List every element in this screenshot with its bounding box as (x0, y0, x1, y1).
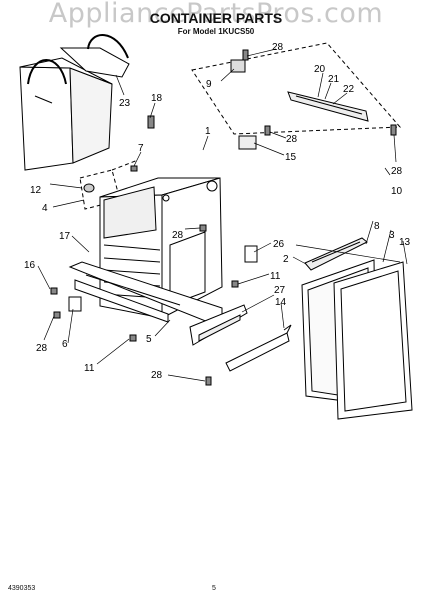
callout-11: 11 (270, 271, 281, 282)
callout-22: 22 (343, 84, 355, 95)
callout-2: 2 (283, 254, 289, 265)
link-assembly-box (191, 42, 402, 135)
callout-7: 7 (138, 143, 144, 154)
callout-10: 10 (391, 186, 403, 197)
screw-parts (50, 49, 397, 386)
callout-28: 28 (151, 370, 163, 381)
callout-18: 18 (151, 93, 163, 104)
callout-6: 6 (62, 339, 68, 350)
callout-14: 14 (275, 297, 287, 308)
document-number: 4390353 (8, 585, 36, 592)
callout-labels: 18 28 9 20 21 22 23 1 28 15 7 12 28 4 10… (24, 42, 411, 381)
callout-8: 8 (374, 221, 380, 232)
drawer-panel-part (189, 304, 292, 372)
leader-lines (37, 48, 408, 382)
callout-3: 3 (389, 230, 395, 241)
clip-part (244, 245, 258, 263)
callout-11: 11 (84, 363, 95, 374)
callout-20: 20 (314, 64, 326, 75)
gasket-frame-part (333, 261, 413, 420)
callout-16: 16 (24, 260, 36, 271)
callout-27: 27 (274, 285, 286, 296)
watermark: AppliancePartsPros.com (48, 0, 384, 29)
container-bag-part (19, 57, 113, 171)
callout-4: 4 (42, 203, 48, 214)
page-title: CONTAINER PARTS (149, 10, 283, 26)
handle-frame-part (59, 34, 130, 78)
link-bracket-part (230, 59, 369, 122)
callout-28: 28 (286, 134, 298, 145)
callout-28: 28 (36, 343, 48, 354)
callout-17: 17 (59, 231, 71, 242)
cap-part (238, 135, 257, 150)
trim-rail-part (304, 237, 368, 271)
callout-28: 28 (272, 42, 284, 53)
model-subtitle: For Model 1KUCS50 (177, 27, 255, 36)
callout-28: 28 (172, 230, 184, 241)
callout-28: 28 (391, 166, 403, 177)
ball-bearing-part (83, 183, 95, 193)
page-number: 5 (212, 585, 216, 592)
callout-21: 21 (328, 74, 340, 85)
callout-23: 23 (119, 98, 131, 109)
callout-5: 5 (146, 334, 152, 345)
bracket-part (68, 296, 82, 312)
callout-9: 9 (206, 79, 212, 90)
callout-1: 1 (205, 126, 211, 137)
callout-12: 12 (30, 185, 42, 196)
callout-26: 26 (273, 239, 285, 250)
callout-13: 13 (399, 237, 411, 248)
callout-15: 15 (285, 152, 297, 163)
